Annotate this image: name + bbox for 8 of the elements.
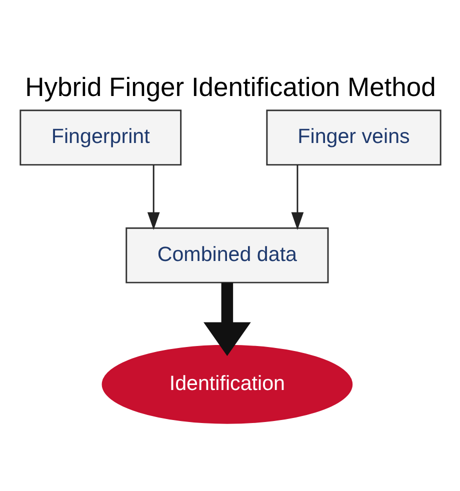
node-box: Fingerprint: [19, 109, 182, 166]
arrow: [203, 282, 250, 356]
arrow: [290, 164, 304, 230]
node-ellipse: Identification: [101, 344, 352, 424]
arrow: [146, 164, 160, 230]
node-box: Combined data: [125, 226, 328, 283]
diagram-title: Hybrid Finger Identification Method: [24, 72, 436, 102]
node-box: Finger veins: [266, 109, 441, 166]
